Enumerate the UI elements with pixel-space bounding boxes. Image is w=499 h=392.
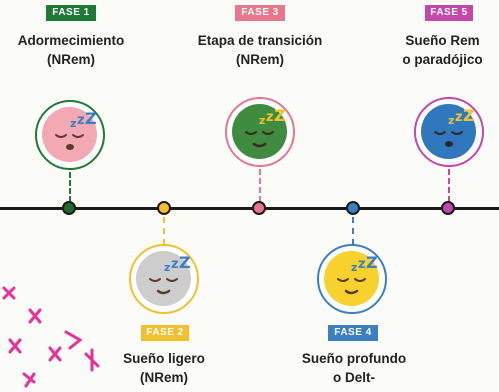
svg-text:z: z <box>171 257 179 272</box>
phase-3-title: Etapa de transición (NRem) <box>180 31 340 69</box>
phase-5-title: Sueño Rem o paradójico <box>386 31 499 69</box>
svg-text:z: z <box>164 261 170 274</box>
phase-1-connector <box>69 172 71 202</box>
phase-2-connector <box>163 217 165 245</box>
svg-text:z: z <box>358 257 366 272</box>
phase-5-badge: FASE 5 <box>425 5 473 21</box>
phase-2-title-line1: Sueño ligero <box>123 351 205 366</box>
phase-1-title-line1: Adormecimiento <box>17 33 125 48</box>
phase-4-dot <box>346 201 360 215</box>
phase-4-avatar: z z Z <box>317 244 387 314</box>
phase-3-avatar: z z Z <box>225 97 295 167</box>
sleeping-face-icon: z z Z <box>42 107 97 162</box>
phase-1-badge: FASE 1 <box>46 5 96 21</box>
svg-text:Z: Z <box>179 253 191 272</box>
phase-3-badge: FASE 3 <box>235 5 285 21</box>
phase-4-title-line1: Sueño profundo <box>301 351 407 366</box>
svg-text:z: z <box>351 261 357 274</box>
sleeping-face-icon: z z Z <box>324 251 379 306</box>
phase-3-dot <box>252 201 266 215</box>
svg-text:z: z <box>77 113 85 128</box>
phase-4-title-line2: o Delt- <box>333 370 375 385</box>
phase-5-connector <box>448 169 450 202</box>
phase-5-dot <box>441 201 455 215</box>
phase-3-title-line2: (NRem) <box>235 52 284 67</box>
svg-text:Z: Z <box>366 253 378 272</box>
svg-text:Z: Z <box>85 109 97 128</box>
phase-4-connector <box>352 217 354 245</box>
sleeping-face-icon: z z Z <box>232 104 287 159</box>
phase-2-title: Sueño ligero (NRem) <box>96 349 232 387</box>
phase-2-avatar: z z Z <box>129 244 199 314</box>
svg-text:z: z <box>70 117 76 130</box>
svg-text:z: z <box>455 110 463 125</box>
phase-5-title-line2: o paradójico <box>402 52 483 67</box>
svg-text:z: z <box>266 110 274 125</box>
svg-text:z: z <box>448 114 454 127</box>
svg-text:z: z <box>259 114 265 127</box>
phase-3-connector <box>259 169 261 202</box>
phase-5-title-line1: Sueño Rem <box>405 33 480 48</box>
sleeping-face-icon: z z Z <box>136 251 191 306</box>
sleeping-face-icon: z z Z <box>421 104 476 159</box>
phase-1-dot <box>62 201 76 215</box>
phase-3-title-line1: Etapa de transición <box>197 33 323 48</box>
timeline-line <box>0 207 499 210</box>
decorative-arrows <box>2 286 100 388</box>
svg-text:Z: Z <box>463 106 475 125</box>
phase-4-badge: FASE 4 <box>328 325 378 341</box>
phase-1-title-line2: (NRem) <box>46 52 95 67</box>
phase-1-title: Adormecimiento (NRem) <box>0 31 142 69</box>
phase-2-dot <box>157 201 171 215</box>
phase-2-badge: FASE 2 <box>141 325 189 341</box>
phase-2-title-line2: (NRem) <box>139 370 188 385</box>
phase-4-title: Sueño profundo o Delt- <box>286 349 422 387</box>
phase-1-avatar: z z Z <box>35 100 105 170</box>
svg-text:Z: Z <box>274 106 286 125</box>
phase-5-avatar: z z Z <box>414 97 484 167</box>
